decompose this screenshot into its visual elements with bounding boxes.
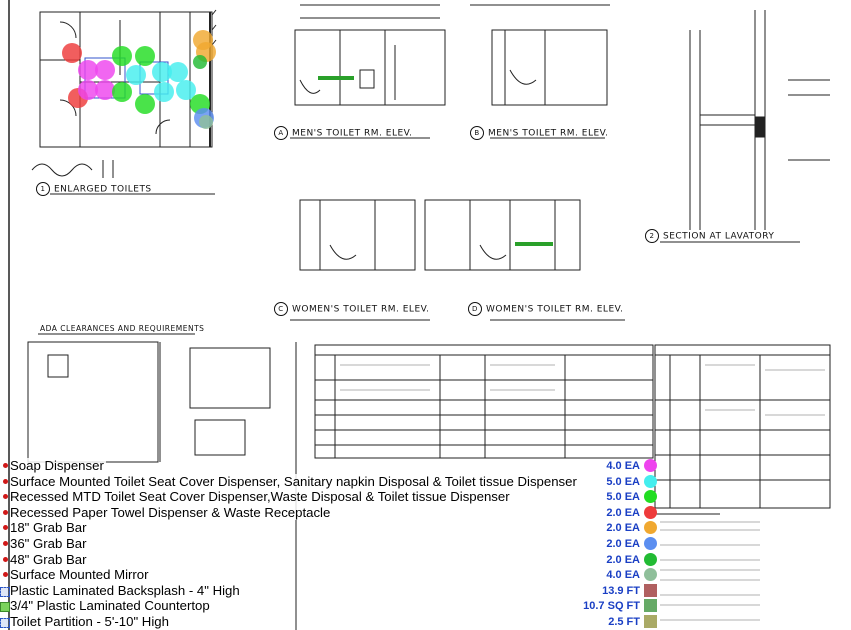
marker-surface-dispenser xyxy=(168,62,188,82)
legend-row-48-grab-bar[interactable]: 48" Grab Bar 2.0 EA xyxy=(0,551,660,568)
legend-row-mirror[interactable]: Surface Mounted Mirror 4.0 EA xyxy=(0,567,660,583)
color-swatch xyxy=(644,537,657,550)
legend-quantity: 4.0 EA xyxy=(604,459,640,473)
marker-recessed xyxy=(112,46,132,66)
legend-quantity: 13.9 FT xyxy=(600,583,640,598)
color-swatch xyxy=(644,552,657,566)
legend-label: Recessed Paper Towel Dispenser & Waste R… xyxy=(10,504,333,521)
color-swatch xyxy=(644,521,657,535)
womens-elevation-c xyxy=(290,199,430,321)
bullet-icon xyxy=(3,572,8,578)
legend-label: Plastic Laminated Backsplash - 4" High xyxy=(10,582,242,599)
line-measure-icon xyxy=(0,618,10,628)
legend-row-soap-dispenser[interactable]: Soap Dispenser 4.0 EA xyxy=(0,458,660,474)
marker-soap xyxy=(95,80,115,100)
detail-number: 2 xyxy=(645,229,659,243)
caption-ada-clearances: ADA CLEARANCES AND REQUIREMENTS xyxy=(40,324,205,333)
legend-label: 18" Grab Bar xyxy=(10,520,89,536)
bullet-icon xyxy=(3,525,8,531)
bullet-icon xyxy=(3,541,8,546)
legend-label: Surface Mounted Toilet Seat Cover Dispen… xyxy=(10,473,579,490)
legend-row-surface-dispenser[interactable]: Surface Mounted Toilet Seat Cover Dispen… xyxy=(0,473,660,490)
legend-row-18-grab-bar[interactable]: 18" Grab Bar 2.0 EA xyxy=(0,520,660,536)
legend-label: 36" Grab Bar xyxy=(10,536,89,552)
legend-row-toilet-partition[interactable]: Toilet Partition - 5'-10" High 2.5 FT xyxy=(0,614,660,630)
legend-quantity: 10.7 SQ FT xyxy=(581,599,640,614)
legend-label: Recessed MTD Toilet Seat Cover Dispenser… xyxy=(10,489,512,505)
legend-label: Toilet Partition - 5'-10" High xyxy=(10,614,171,630)
marker-mirror xyxy=(199,115,213,129)
legend-label: 3/4" Plastic Laminated Countertop xyxy=(10,598,212,614)
color-swatch xyxy=(644,459,657,472)
detail-letter: D xyxy=(468,302,482,316)
takeoff-markers xyxy=(62,30,216,129)
marker-48-grab-bar xyxy=(193,55,207,69)
legend-quantity: 4.0 EA xyxy=(604,568,640,583)
mens-elevation-b xyxy=(470,4,610,139)
marker-soap xyxy=(78,80,98,100)
marker-soap xyxy=(95,60,115,80)
legend-quantity: 2.0 EA xyxy=(604,521,640,536)
legend-quantity: 2.5 FT xyxy=(606,615,640,629)
legend-label: Soap Dispenser xyxy=(10,458,106,474)
bullet-icon xyxy=(3,494,8,500)
marker-surface-dispenser xyxy=(176,80,196,100)
detail-letter: C xyxy=(274,302,288,316)
legend-label: Surface Mounted Mirror xyxy=(10,567,151,583)
marker-soap xyxy=(78,60,98,80)
legend-row-paper-towel[interactable]: Recessed Paper Towel Dispenser & Waste R… xyxy=(0,504,660,521)
bullet-icon xyxy=(3,478,8,484)
line-measure-icon xyxy=(0,586,10,597)
marker-surface-dispenser xyxy=(126,65,146,85)
color-swatch xyxy=(644,490,657,504)
legend-row-recessed-dispenser[interactable]: Recessed MTD Toilet Seat Cover Dispenser… xyxy=(0,489,660,505)
marker-recessed xyxy=(135,94,155,114)
womens-elevation-d xyxy=(424,199,625,321)
marker-surface-dispenser xyxy=(152,62,172,82)
mens-elevation-a xyxy=(290,4,446,139)
plumbing-fixture-schedule xyxy=(654,344,831,515)
enlarged-toilets-plan xyxy=(31,9,217,195)
legend-row-countertop[interactable]: 3/4" Plastic Laminated Countertop 10.7 S… xyxy=(0,598,660,614)
color-swatch xyxy=(644,505,657,519)
detail-number: 1 xyxy=(36,182,50,196)
bullet-icon xyxy=(3,509,8,515)
legend-row-backsplash[interactable]: Plastic Laminated Backsplash - 4" High 1… xyxy=(0,582,660,599)
color-swatch xyxy=(644,583,657,597)
legend-quantity: 2.0 EA xyxy=(604,537,640,551)
bullet-icon xyxy=(3,463,8,468)
color-swatch xyxy=(644,615,657,628)
accessories-schedule xyxy=(314,344,654,459)
legend-quantity: 2.0 EA xyxy=(604,505,640,520)
color-swatch xyxy=(644,599,657,613)
detail-letter: A xyxy=(274,126,288,140)
section-at-lavatory xyxy=(660,10,830,243)
legend-label: 48" Grab Bar xyxy=(10,551,89,568)
detail-letter: B xyxy=(470,126,484,140)
legend-row-36-grab-bar[interactable]: 36" Grab Bar 2.0 EA xyxy=(0,536,660,552)
color-swatch xyxy=(644,568,657,582)
bullet-icon xyxy=(3,556,8,562)
takeoff-legend: Soap Dispenser 4.0 EA Surface Mounted To… xyxy=(0,458,851,630)
marker-paper-towel xyxy=(62,43,82,63)
legend-quantity: 5.0 EA xyxy=(604,490,640,505)
marker-recessed xyxy=(135,46,155,66)
marker-recessed xyxy=(112,82,132,102)
legend-quantity: 2.0 EA xyxy=(604,552,640,567)
area-measure-icon xyxy=(0,602,10,613)
legend-quantity: 5.0 EA xyxy=(604,474,640,489)
color-swatch xyxy=(644,474,657,488)
marker-surface-dispenser xyxy=(154,82,174,102)
